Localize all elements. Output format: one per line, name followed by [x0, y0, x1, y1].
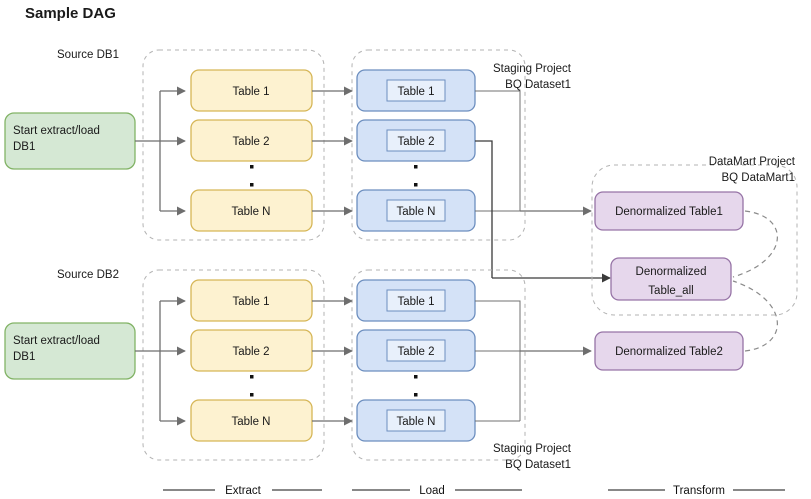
- denormalized-table-all-label-line1: Denormalized: [636, 266, 707, 278]
- ellipsis-dot-extract-db1-a: [250, 165, 254, 169]
- ellipsis-dot-extract-db1-b: [250, 183, 254, 187]
- denormalized-table1-node[interactable]: [594, 191, 744, 231]
- extract-table-db2-1-label: Table 1: [232, 296, 269, 308]
- source-label-db2: Source DB2: [57, 269, 119, 281]
- extract-container-db1: [142, 49, 325, 241]
- extract-table-db1-1-label: Table 1: [232, 86, 269, 98]
- dashed-edge-denorm2-to-tableall: [732, 280, 778, 352]
- ellipsis-dot-load-db1-b: [414, 183, 418, 187]
- datamart-label-line2: BQ DataMart1: [722, 172, 796, 184]
- extract-table-db2-n-label: Table N: [232, 416, 271, 428]
- start-node-db2-label-line2: DB1: [13, 351, 35, 363]
- ellipsis-dot-extract-db2-a: [250, 375, 254, 379]
- datamart-label-line1: DataMart Project: [709, 156, 796, 168]
- phase-label-extract: Extract: [225, 485, 262, 497]
- page-title: Sample DAG: [25, 5, 116, 22]
- staging-label-db2-line2: BQ Dataset1: [505, 459, 571, 471]
- extract-table-db1-2-label: Table 2: [232, 136, 269, 148]
- phase-label-load: Load: [419, 485, 445, 497]
- load-table-db1-1-label: Table 1: [397, 86, 434, 98]
- dashed-edge-denorm1-to-tableall: [732, 210, 778, 278]
- load-table-db1-1-inner: [386, 79, 446, 102]
- denormalized-table-all-label-line2: Table_all: [648, 285, 693, 297]
- start-node-db2-label-line1: Start extract/load: [13, 335, 100, 347]
- start-node-db1-label-line1: Start extract/load: [13, 125, 100, 137]
- load-table-db2-2-inner: [386, 339, 446, 362]
- load-table-db2-n-label: Table N: [397, 416, 436, 428]
- ellipsis-dot-load-db2-b: [414, 393, 418, 397]
- staging-label-db1-line1: Staging Project: [493, 63, 572, 75]
- phase-label-transform: Transform: [673, 485, 725, 497]
- datamart-container: [591, 164, 798, 316]
- denormalized-table2-label: Denormalized Table2: [615, 346, 723, 358]
- load-table-db1-n-inner: [386, 199, 446, 222]
- source-label-db1: Source DB1: [57, 49, 119, 61]
- staging-label-db1-line2: BQ Dataset1: [505, 79, 571, 91]
- ellipsis-dot-load-db1-a: [414, 165, 418, 169]
- ellipsis-dot-load-db2-a: [414, 375, 418, 379]
- denormalized-table1-label: Denormalized Table1: [615, 206, 723, 218]
- extract-table-db2-2-label: Table 2: [232, 346, 269, 358]
- load-table-db1-n-label: Table N: [397, 206, 436, 218]
- load-container-db2: [351, 269, 526, 461]
- load-table-db2-1-inner: [386, 289, 446, 312]
- load-table-db1-2-inner: [386, 129, 446, 152]
- start-node-db1-label-line2: DB1: [13, 141, 35, 153]
- staging-label-db2-line1: Staging Project: [493, 443, 572, 455]
- load-table-db2-n-inner: [386, 409, 446, 432]
- load-table-db2-1-label: Table 1: [397, 296, 434, 308]
- load-table-db2-2-label: Table 2: [397, 346, 434, 358]
- ellipsis-dot-extract-db2-b: [250, 393, 254, 397]
- merge-bus-db2-from-t1: [475, 300, 521, 421]
- extract-container-db2: [142, 269, 325, 461]
- load-table-db1-2-label: Table 2: [397, 136, 434, 148]
- denormalized-table2-node[interactable]: [594, 331, 744, 371]
- denormalized-table-all-node[interactable]: [610, 257, 732, 301]
- extract-table-db1-n-label: Table N: [232, 206, 271, 218]
- edge-load-db1-t2-to-tableall-bus: [475, 140, 493, 278]
- merge-bus-db1-from-t1: [475, 90, 521, 211]
